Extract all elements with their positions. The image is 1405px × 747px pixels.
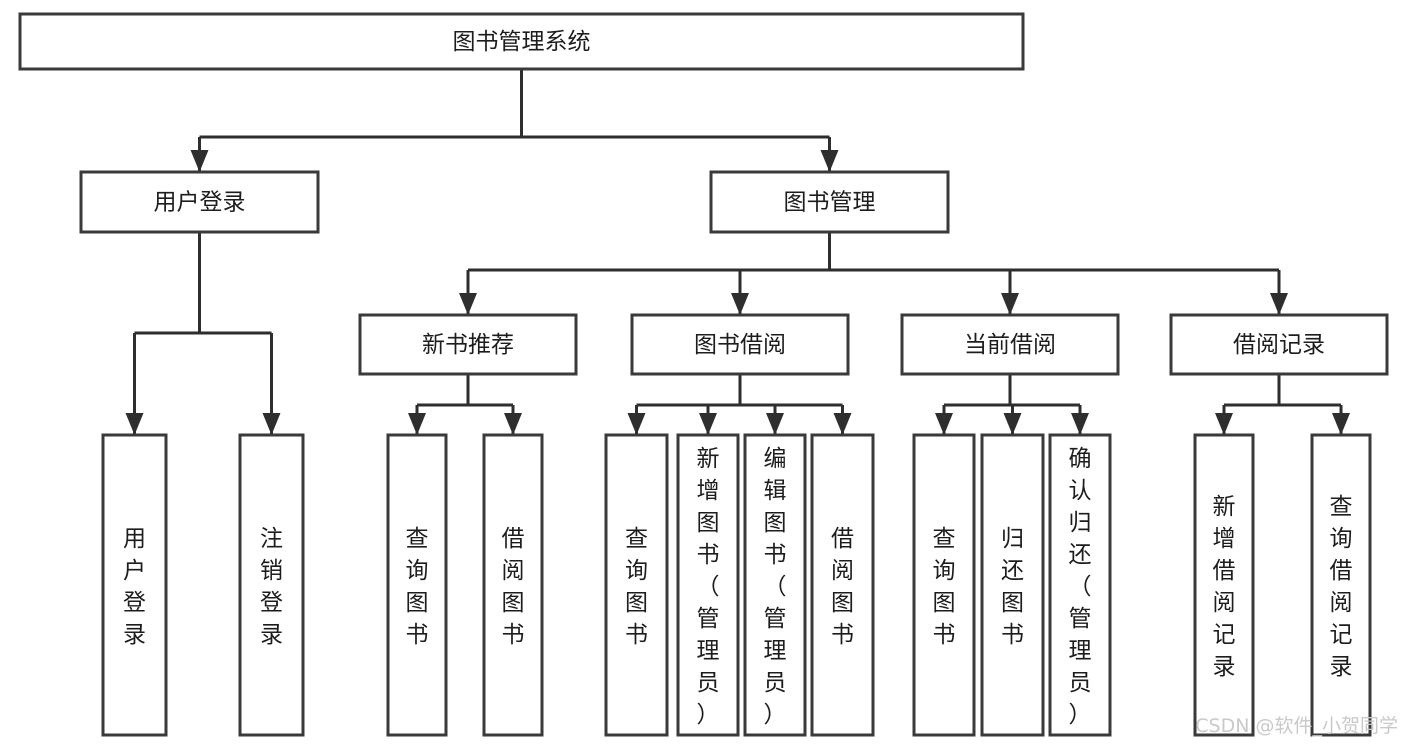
node-leaf-2[interactable]: 查询图书 (386, 433, 448, 737)
node-label: 图书管理 (784, 190, 876, 216)
node-box[interactable] (1048, 433, 1112, 737)
node-box[interactable] (238, 433, 305, 737)
node-label: 归还图书 (1001, 526, 1024, 648)
node-box[interactable] (604, 433, 669, 737)
node-box[interactable] (912, 433, 976, 737)
node-leaf-1[interactable]: 注销登录 (238, 433, 305, 737)
connector-arrowhead (190, 150, 209, 172)
node-leaf-0[interactable]: 用户登录 (101, 433, 168, 737)
node-box[interactable] (1169, 313, 1389, 376)
node-level3-0[interactable]: 新书推荐 (358, 313, 578, 376)
node-box[interactable] (482, 433, 544, 737)
connector-arrowhead (833, 413, 852, 435)
connector-arrowhead (459, 293, 477, 315)
node-box[interactable] (18, 12, 1025, 71)
node-box[interactable] (630, 313, 850, 376)
node-leaf-3[interactable]: 借阅图书 (482, 433, 544, 737)
node-label: 查询图书 (406, 526, 429, 648)
node-label: 图书借阅 (694, 332, 786, 358)
node-box[interactable] (101, 433, 168, 737)
connector-arrowhead (1332, 413, 1350, 435)
node-leaf-5[interactable]: 新增图书（管理员） (676, 433, 740, 737)
node-box[interactable] (743, 433, 807, 737)
node-root-0[interactable]: 图书管理系统 (18, 12, 1025, 71)
node-label: 新书推荐 (422, 332, 514, 358)
node-label: 新增借阅记录 (1213, 494, 1236, 680)
node-box[interactable] (1310, 433, 1372, 737)
node-label: 用户登录 (154, 190, 246, 216)
connector-arrowhead (1270, 293, 1288, 315)
node-label: 查询借阅记录 (1330, 494, 1353, 680)
node-leaf-9[interactable]: 归还图书 (980, 433, 1045, 737)
connector-arrowhead (1003, 413, 1022, 435)
node-leaf-7[interactable]: 借阅图书 (810, 433, 875, 737)
node-leaf-11[interactable]: 新增借阅记录 (1193, 433, 1255, 737)
node-level3-2[interactable]: 当前借阅 (900, 313, 1120, 376)
node-level3-3[interactable]: 借阅记录 (1169, 313, 1389, 376)
node-leaf-4[interactable]: 查询图书 (604, 433, 669, 737)
node-label: 用户登录 (123, 526, 146, 648)
node-label: 当前借阅 (964, 332, 1056, 358)
node-box[interactable] (980, 433, 1045, 737)
node-box[interactable] (709, 170, 950, 234)
node-label: 借阅图书 (831, 526, 854, 648)
node-box[interactable] (1193, 433, 1255, 737)
node-label: 查询图书 (933, 526, 956, 648)
node-leaf-10[interactable]: 确认归还（管理员） (1048, 433, 1112, 737)
node-box[interactable] (676, 433, 740, 737)
connector-arrowhead (627, 413, 646, 435)
node-label: 借阅图书 (502, 526, 525, 648)
node-leaf-8[interactable]: 查询图书 (912, 433, 976, 737)
node-label: 注销登录 (260, 526, 283, 648)
connectors-layer (125, 69, 1350, 435)
node-level3-1[interactable]: 图书借阅 (630, 313, 850, 376)
connector-arrowhead (504, 413, 522, 435)
csdn-watermark: CSDN @软件_小贺同学 (1195, 715, 1398, 737)
node-label: 新增图书（管理员） (697, 446, 720, 728)
node-label: 查询图书 (625, 526, 648, 648)
node-leaf-12[interactable]: 查询借阅记录 (1310, 433, 1372, 737)
node-level2-0[interactable]: 用户登录 (79, 170, 320, 234)
node-label: 确认归还（管理员） (1069, 446, 1092, 728)
node-level2-1[interactable]: 图书管理 (709, 170, 950, 234)
connector-arrowhead (935, 413, 953, 435)
node-leaf-6[interactable]: 编辑图书（管理员） (743, 433, 807, 737)
connector-arrowhead (731, 293, 749, 315)
connector-arrowhead (125, 413, 144, 435)
connector-arrowhead (820, 150, 839, 172)
node-label: 编辑图书（管理员） (764, 446, 787, 728)
node-box[interactable] (386, 433, 448, 737)
connector-arrowhead (766, 413, 784, 435)
node-box[interactable] (358, 313, 578, 376)
node-label: 图书管理系统 (453, 29, 591, 55)
connector-arrowhead (408, 413, 426, 435)
connector-arrowhead (699, 413, 717, 435)
node-box[interactable] (810, 433, 875, 737)
connector-arrowhead (1001, 293, 1019, 315)
nodes-layer: 图书管理系统用户登录图书管理新书推荐图书借阅当前借阅借阅记录用户登录注销登录查询… (18, 12, 1389, 737)
connector-arrowhead (262, 413, 281, 435)
node-box[interactable] (79, 170, 320, 234)
connector-arrowhead (1071, 413, 1089, 435)
connector-arrowhead (1215, 413, 1233, 435)
node-box[interactable] (900, 313, 1120, 376)
node-label: 借阅记录 (1233, 332, 1325, 358)
